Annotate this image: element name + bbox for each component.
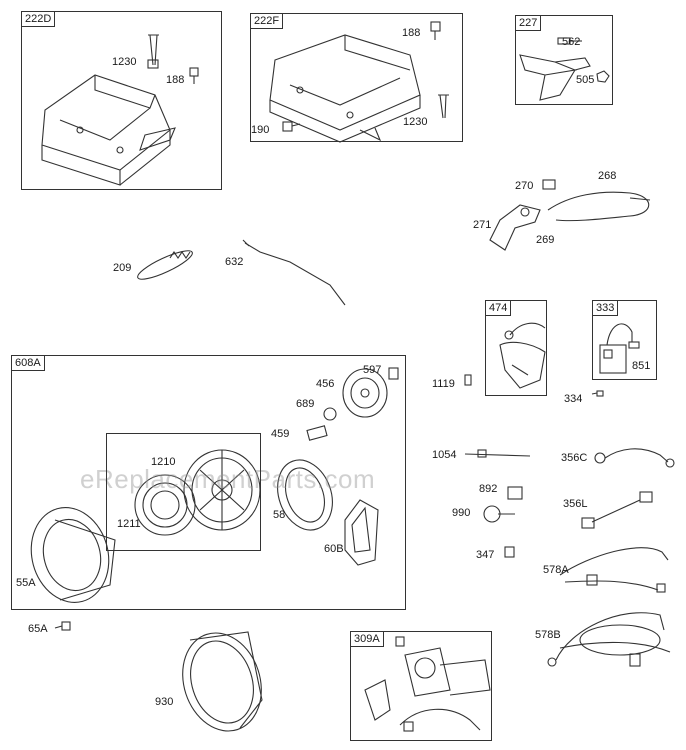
watermark-text: eReplacementParts.com [80, 464, 376, 494]
part-label-60b: 60B [324, 543, 344, 555]
control-cable-drawing [489, 179, 651, 251]
spring-209-drawing [137, 250, 193, 280]
part-label-990: 990 [452, 507, 471, 519]
part-label-459: 459 [271, 428, 290, 440]
screen-930-drawing [182, 631, 263, 732]
rod-632-drawing [242, 239, 346, 306]
module-474-drawing [499, 322, 546, 389]
kit-box-309a: 309A [350, 631, 492, 741]
kit-box-227: 227 [515, 15, 613, 105]
kit-sub-box-1210 [106, 433, 261, 551]
part-label-268: 268 [598, 170, 617, 182]
cap-347-drawing [504, 546, 515, 558]
part-label-269: 269 [536, 234, 555, 246]
part-label-65a: 65A [28, 623, 48, 635]
part-label-347: 347 [476, 549, 495, 561]
part-label-1054: 1054 [432, 449, 457, 461]
part-label-892: 892 [479, 483, 498, 495]
kit-label-227: 227 [515, 15, 542, 31]
starter-motor-309a-drawing [364, 636, 491, 732]
screw-1119-drawing [464, 374, 472, 386]
lead-356l-drawing [581, 491, 653, 529]
kit-box-333: 333 [592, 300, 657, 380]
part-label-271: 271 [473, 219, 492, 231]
part-label-851: 851 [632, 360, 651, 372]
kit-label-474: 474 [485, 300, 512, 316]
kit-label-608a: 608A [11, 355, 45, 371]
part-label-1211: 1211 [117, 518, 141, 530]
kit-box-222f: 222F [250, 13, 463, 142]
part-label-578b: 578B [535, 629, 561, 641]
part-label-188: 188 [402, 27, 421, 39]
part-label-356l: 356L [563, 498, 588, 510]
part-label-1230: 1230 [112, 56, 137, 68]
part-label-562: 562 [562, 36, 581, 48]
part-label-597: 597 [363, 364, 382, 376]
part-label-190: 190 [251, 124, 270, 136]
kit-label-222f: 222F [250, 13, 284, 29]
bracket-222d-drawing [41, 34, 199, 186]
harness-578a-drawing [559, 547, 669, 593]
bracket-222f-drawing [269, 21, 449, 143]
cable-tie-1054-drawing [464, 449, 531, 458]
harness-356c-drawing [594, 448, 675, 468]
kit-label-309a: 309A [350, 631, 384, 647]
part-label-356c: 356C [561, 452, 588, 464]
screw-65a-drawing [54, 621, 71, 631]
kit-box-608a: 608A [11, 355, 406, 610]
part-label-1230: 1230 [403, 116, 428, 128]
part-label-1119: 1119 [432, 378, 455, 390]
part-label-270: 270 [515, 180, 534, 192]
part-label-58: 58 [273, 509, 286, 521]
kit-box-474: 474 [485, 300, 547, 396]
part-label-1210: 1210 [151, 456, 176, 468]
part-label-334: 334 [564, 393, 583, 405]
switch-892-990-drawing [483, 486, 523, 523]
part-label-55a: 55A [16, 577, 36, 589]
part-label-505: 505 [576, 74, 595, 86]
part-label-632: 632 [225, 256, 244, 268]
rectifier-333-drawing [599, 323, 640, 374]
part-label-188: 188 [166, 74, 185, 86]
part-label-456: 456 [316, 378, 335, 390]
part-label-930: 930 [155, 696, 174, 708]
throttle-227-drawing [519, 37, 610, 101]
part-label-689: 689 [296, 398, 315, 410]
kit-box-222d: 222D [21, 11, 222, 190]
part-label-578a: 578A [543, 564, 569, 576]
kit-label-333: 333 [592, 300, 619, 316]
harness-578b-drawing [547, 612, 671, 667]
screw-334-drawing [591, 390, 604, 397]
kit-label-222d: 222D [21, 11, 56, 27]
part-label-209: 209 [113, 262, 132, 274]
